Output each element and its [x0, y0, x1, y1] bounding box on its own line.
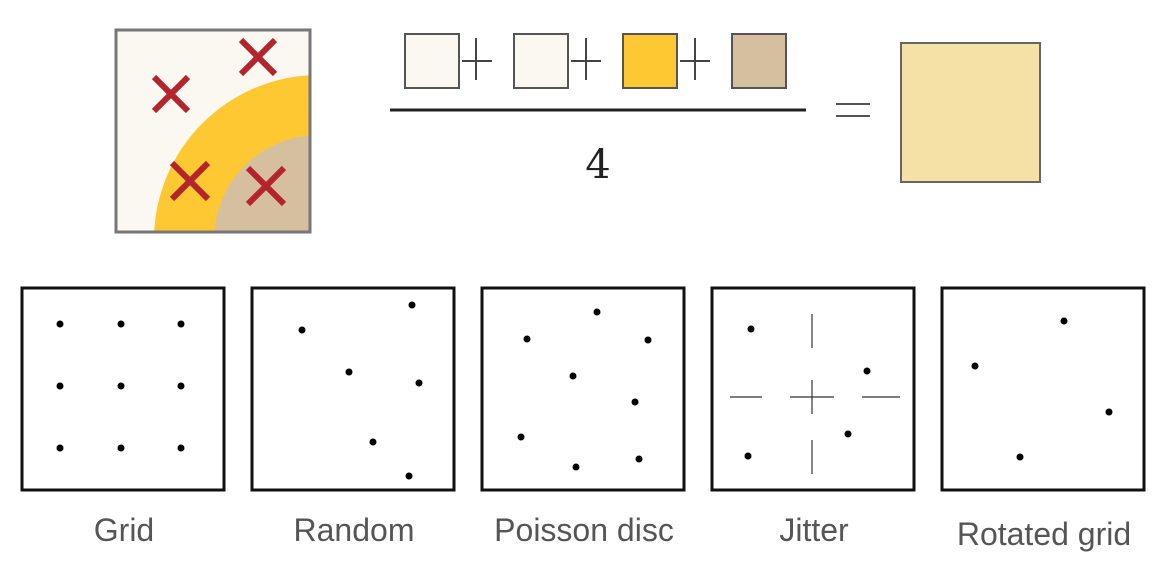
- sample-cross-icon: [169, 160, 211, 202]
- sample-point: [644, 336, 652, 344]
- plus-sign: [680, 38, 710, 80]
- sample-point: [844, 430, 852, 438]
- average-equation: 4: [390, 33, 870, 188]
- pattern-label-rotated-grid: Rotated grid: [956, 516, 1132, 552]
- sample-point: [523, 335, 531, 343]
- sample-point: [117, 444, 125, 452]
- sample-point: [1060, 317, 1068, 325]
- pattern-poisson-disc: [480, 286, 686, 492]
- sample-point: [177, 320, 185, 328]
- sample-cross-icon: [245, 165, 287, 207]
- swatch-background-2: [513, 33, 569, 89]
- sample-point: [369, 438, 377, 446]
- sample-point: [117, 382, 125, 390]
- pattern-rotated-grid: [940, 286, 1146, 492]
- pixel-border: [114, 28, 312, 234]
- sample-point: [631, 398, 639, 406]
- pattern-random: [250, 286, 456, 492]
- sample-point: [408, 301, 416, 309]
- sample-point: [415, 379, 423, 387]
- sample-point: [747, 325, 755, 333]
- pattern-label-jitter: Jitter: [779, 512, 849, 548]
- pattern-label-poisson-disc: Poisson disc: [494, 512, 674, 548]
- sample-point: [744, 452, 752, 460]
- sample-point: [298, 326, 306, 334]
- equals-sign: [836, 103, 870, 117]
- sample-point: [1016, 453, 1024, 461]
- sample-point: [1105, 408, 1113, 416]
- pattern-label-random: Random: [293, 512, 415, 548]
- pattern-jitter: [710, 286, 916, 492]
- pattern-label-grid: Grid: [93, 512, 155, 548]
- sample-point: [177, 382, 185, 390]
- sample-point: [635, 455, 643, 463]
- sample-point: [517, 433, 525, 441]
- sample-point: [56, 382, 64, 390]
- sample-cross-icon: [151, 74, 191, 114]
- denominator: 4: [585, 142, 610, 188]
- sample-cross-icon: [238, 37, 278, 77]
- sample-point: [56, 320, 64, 328]
- swatch-yellow: [622, 33, 678, 89]
- jitter-cell-divider: [730, 314, 900, 474]
- result-swatch: [900, 42, 1041, 183]
- plus-sign: [462, 38, 492, 80]
- sample-point: [405, 472, 413, 480]
- swatch-tan: [731, 33, 787, 89]
- sample-point: [572, 463, 580, 471]
- pixel-samples-illustration: [114, 28, 312, 234]
- sample-point: [117, 320, 125, 328]
- result-swatch-wrap: [900, 42, 1041, 183]
- sample-point: [971, 362, 979, 370]
- sample-point: [593, 308, 601, 316]
- sample-point: [56, 444, 64, 452]
- sample-point: [863, 367, 871, 375]
- swatch-background-1: [404, 33, 460, 89]
- sample-point: [569, 372, 577, 380]
- sample-point: [345, 368, 353, 376]
- sample-point: [177, 444, 185, 452]
- pattern-grid: [20, 286, 226, 492]
- plus-sign: [571, 38, 601, 80]
